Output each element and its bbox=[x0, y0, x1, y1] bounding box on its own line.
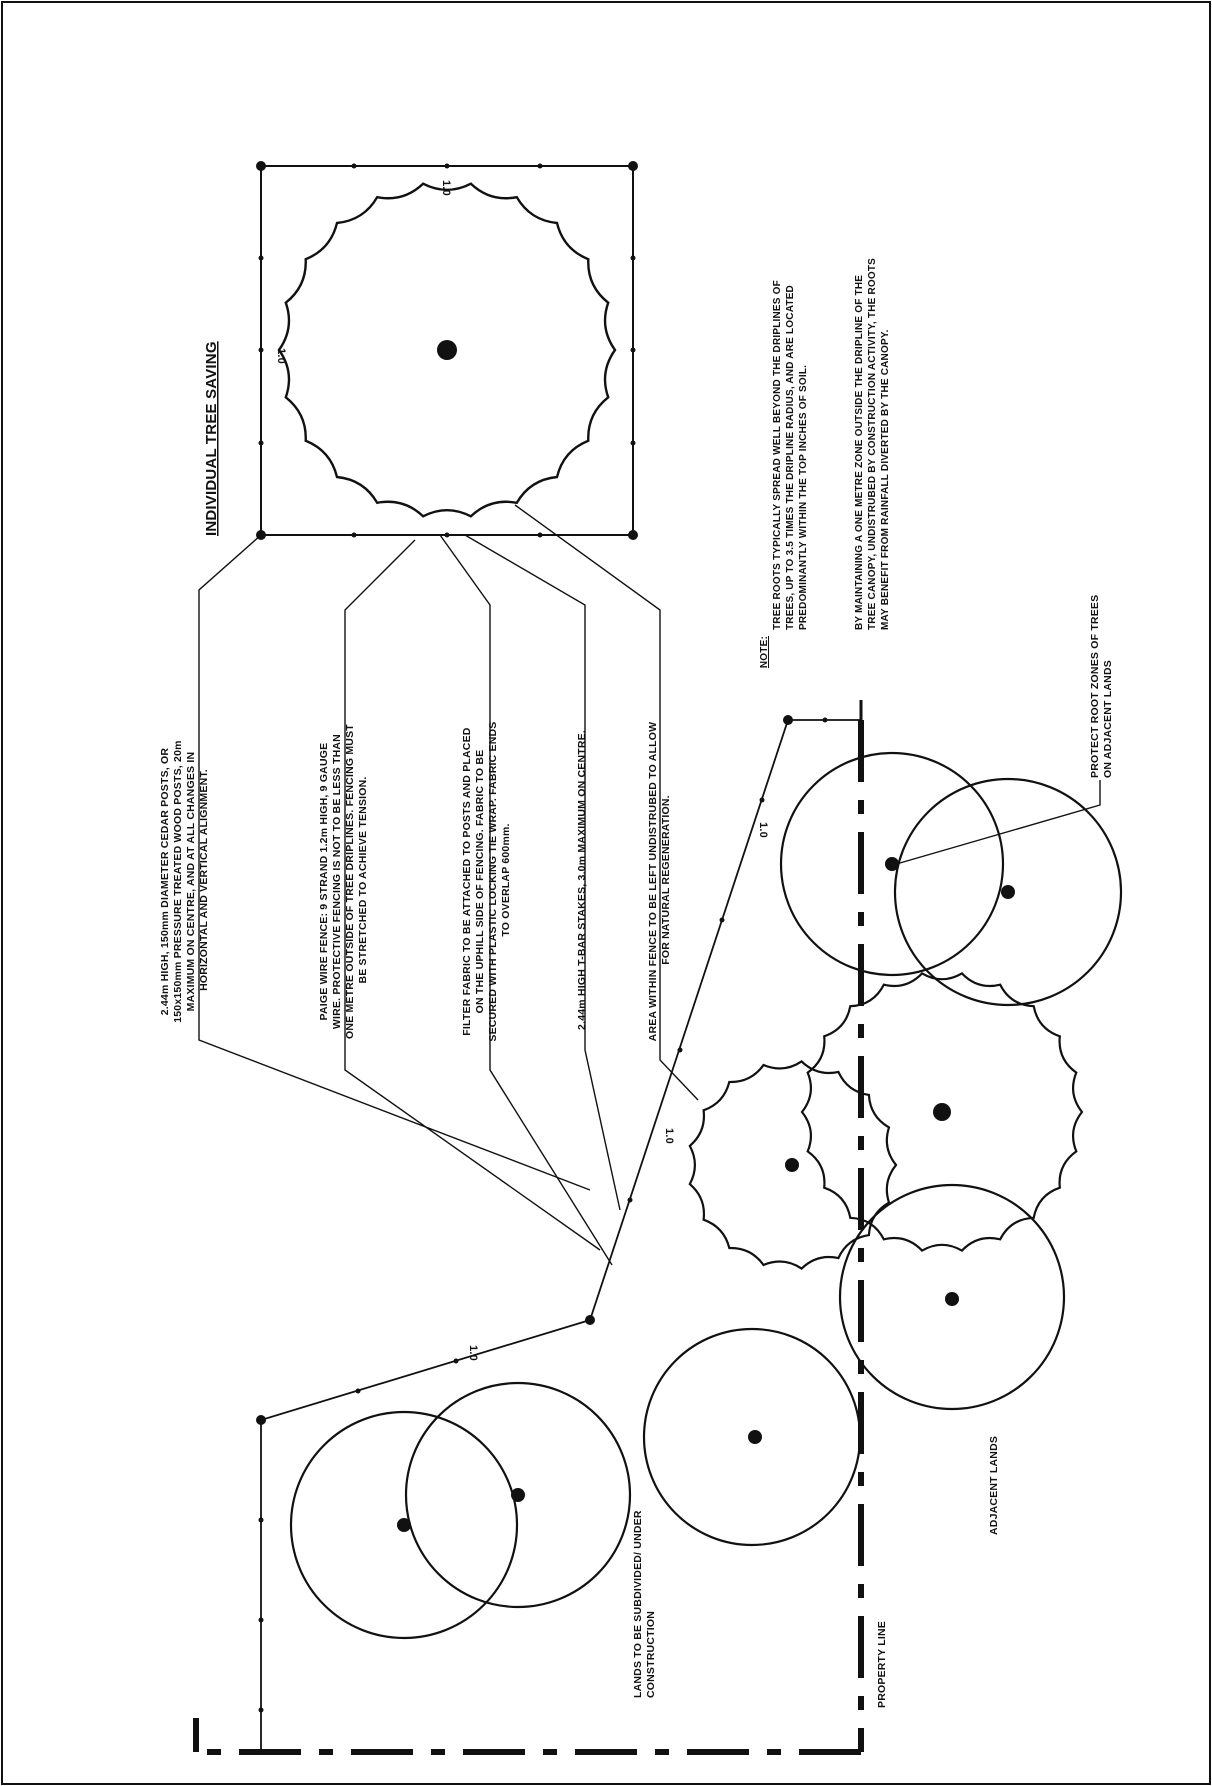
canopy-lower bbox=[838, 1183, 1066, 1411]
adjacent-lands-label: ADJACENT LANDS bbox=[988, 1436, 1000, 1535]
fence-stake bbox=[630, 440, 636, 446]
callout-area: AREA WITHIN FENCE TO BE LEFT UNDISTRUBED… bbox=[647, 719, 672, 1042]
note-paragraph-1: TREE ROOTS TYPICALLY SPREAD WELL BEYOND … bbox=[772, 277, 809, 630]
fence-post bbox=[256, 1415, 266, 1425]
leader-protect bbox=[892, 780, 1101, 866]
leader-fabric bbox=[439, 534, 613, 1266]
trunk-left-b bbox=[511, 1488, 525, 1502]
fence-stake bbox=[258, 1617, 264, 1623]
protect-root-zones-label: PROTECT ROOT ZONES OF TREES ON ADJACENT … bbox=[1089, 592, 1114, 778]
lands-subdivided-label: LANDS TO BE SUBDIVIDED/ UNDER CONSTRUCTI… bbox=[632, 1507, 657, 1698]
fence-post bbox=[628, 161, 638, 171]
trunk-top-a bbox=[885, 857, 899, 871]
fence-stake bbox=[355, 1388, 361, 1394]
site-plan: 1.0 1.0 1.0 PROTECT ROOT ZONES OF TREES … bbox=[193, 592, 1123, 1755]
fence-stake bbox=[453, 1358, 459, 1364]
fence-stake bbox=[630, 347, 636, 353]
clearance-scalloped: 1.0 bbox=[663, 1128, 675, 1144]
leader-posts bbox=[198, 534, 591, 1191]
fence-stake bbox=[258, 347, 264, 353]
clearance-top-fence: 1.0 bbox=[757, 822, 769, 838]
note-paragraph-2: BY MAINTAINING A ONE METRE ZONE OUTSIDE … bbox=[854, 255, 891, 630]
fence-stake bbox=[351, 532, 357, 538]
property-line bbox=[193, 700, 864, 1755]
fence-post bbox=[585, 1315, 595, 1325]
detail-post-group bbox=[256, 161, 638, 540]
fence-stake bbox=[444, 163, 450, 169]
fence-stake bbox=[677, 1047, 683, 1053]
note-block: TREE ROOTS TYPICALLY SPREAD WELL BEYOND … bbox=[759, 255, 891, 668]
fence-stake bbox=[537, 532, 543, 538]
callout-fence: PAIGE WIRE FENCE: 9 STRAND 1.2m HIGH, 9 … bbox=[318, 721, 369, 1039]
fence-stake bbox=[719, 917, 725, 923]
fence-stake bbox=[351, 163, 357, 169]
trunk-middle bbox=[748, 1430, 762, 1444]
fence-post bbox=[783, 715, 793, 725]
site-post-group bbox=[256, 715, 828, 1713]
fence-stake bbox=[258, 1517, 264, 1523]
fence-post bbox=[628, 530, 638, 540]
fence-stake bbox=[630, 255, 636, 261]
fence-stake bbox=[537, 163, 543, 169]
leader-stakes bbox=[464, 534, 621, 1211]
canopy-top-b bbox=[893, 777, 1123, 1007]
detail-tree-trunk bbox=[437, 340, 457, 360]
callout-text-group: 2.44m HIGH, 150mm DIAMETER CEDAR POSTS, … bbox=[159, 718, 672, 1042]
fence-stake bbox=[822, 717, 828, 723]
leader-fence bbox=[344, 539, 601, 1251]
fence-stake bbox=[759, 797, 765, 803]
canopy-top-a bbox=[779, 751, 1005, 977]
canopy-middle bbox=[642, 1327, 862, 1547]
callout-posts: 2.44m HIGH, 150mm DIAMETER CEDAR POSTS, … bbox=[159, 737, 210, 1023]
trunk-left-a bbox=[397, 1518, 411, 1532]
fence-stake bbox=[627, 1197, 633, 1203]
canopy-scalloped-large bbox=[800, 972, 1084, 1252]
trunk-top-b bbox=[1001, 885, 1015, 899]
clearance-left-fence: 1.0 bbox=[467, 1345, 479, 1361]
canopy-scalloped-small bbox=[688, 1059, 898, 1271]
fence-stake bbox=[258, 255, 264, 261]
canopy-left-b bbox=[404, 1381, 632, 1609]
trunk-lower bbox=[945, 1292, 959, 1306]
trunk-scalloped-large bbox=[933, 1103, 951, 1121]
note-heading: NOTE: bbox=[759, 636, 770, 668]
site-trunks bbox=[397, 857, 1015, 1532]
callout-leaders bbox=[198, 504, 1101, 1266]
fence-stake bbox=[258, 1707, 264, 1713]
fence-stake bbox=[444, 532, 450, 538]
detail-title: INDIVIDUAL TREE SAVING bbox=[203, 341, 220, 536]
detail-clearance-left: 1.0 bbox=[275, 348, 287, 364]
individual-tree-detail: 1.0 1.0 INDIVIDUAL TREE SAVING bbox=[203, 161, 638, 540]
fence-stake bbox=[258, 440, 264, 446]
fence-post bbox=[256, 161, 266, 171]
detail-tree-canopy bbox=[277, 182, 617, 518]
callout-stakes: 2.44m HIGH T-BAR STAKES, 3.0m MAXIMUM ON… bbox=[576, 730, 588, 1030]
canopy-left-a bbox=[289, 1410, 519, 1640]
leader-area bbox=[514, 504, 699, 1101]
site-canopies bbox=[289, 751, 1123, 1640]
trunk-scalloped-small bbox=[785, 1158, 799, 1172]
callout-fabric: FILTER FABRIC TO BE ATTACHED TO POSTS AN… bbox=[461, 718, 512, 1041]
detail-clearance-top: 1.0 bbox=[440, 180, 452, 196]
property-line-label: PROPERTY LINE bbox=[876, 1621, 888, 1708]
